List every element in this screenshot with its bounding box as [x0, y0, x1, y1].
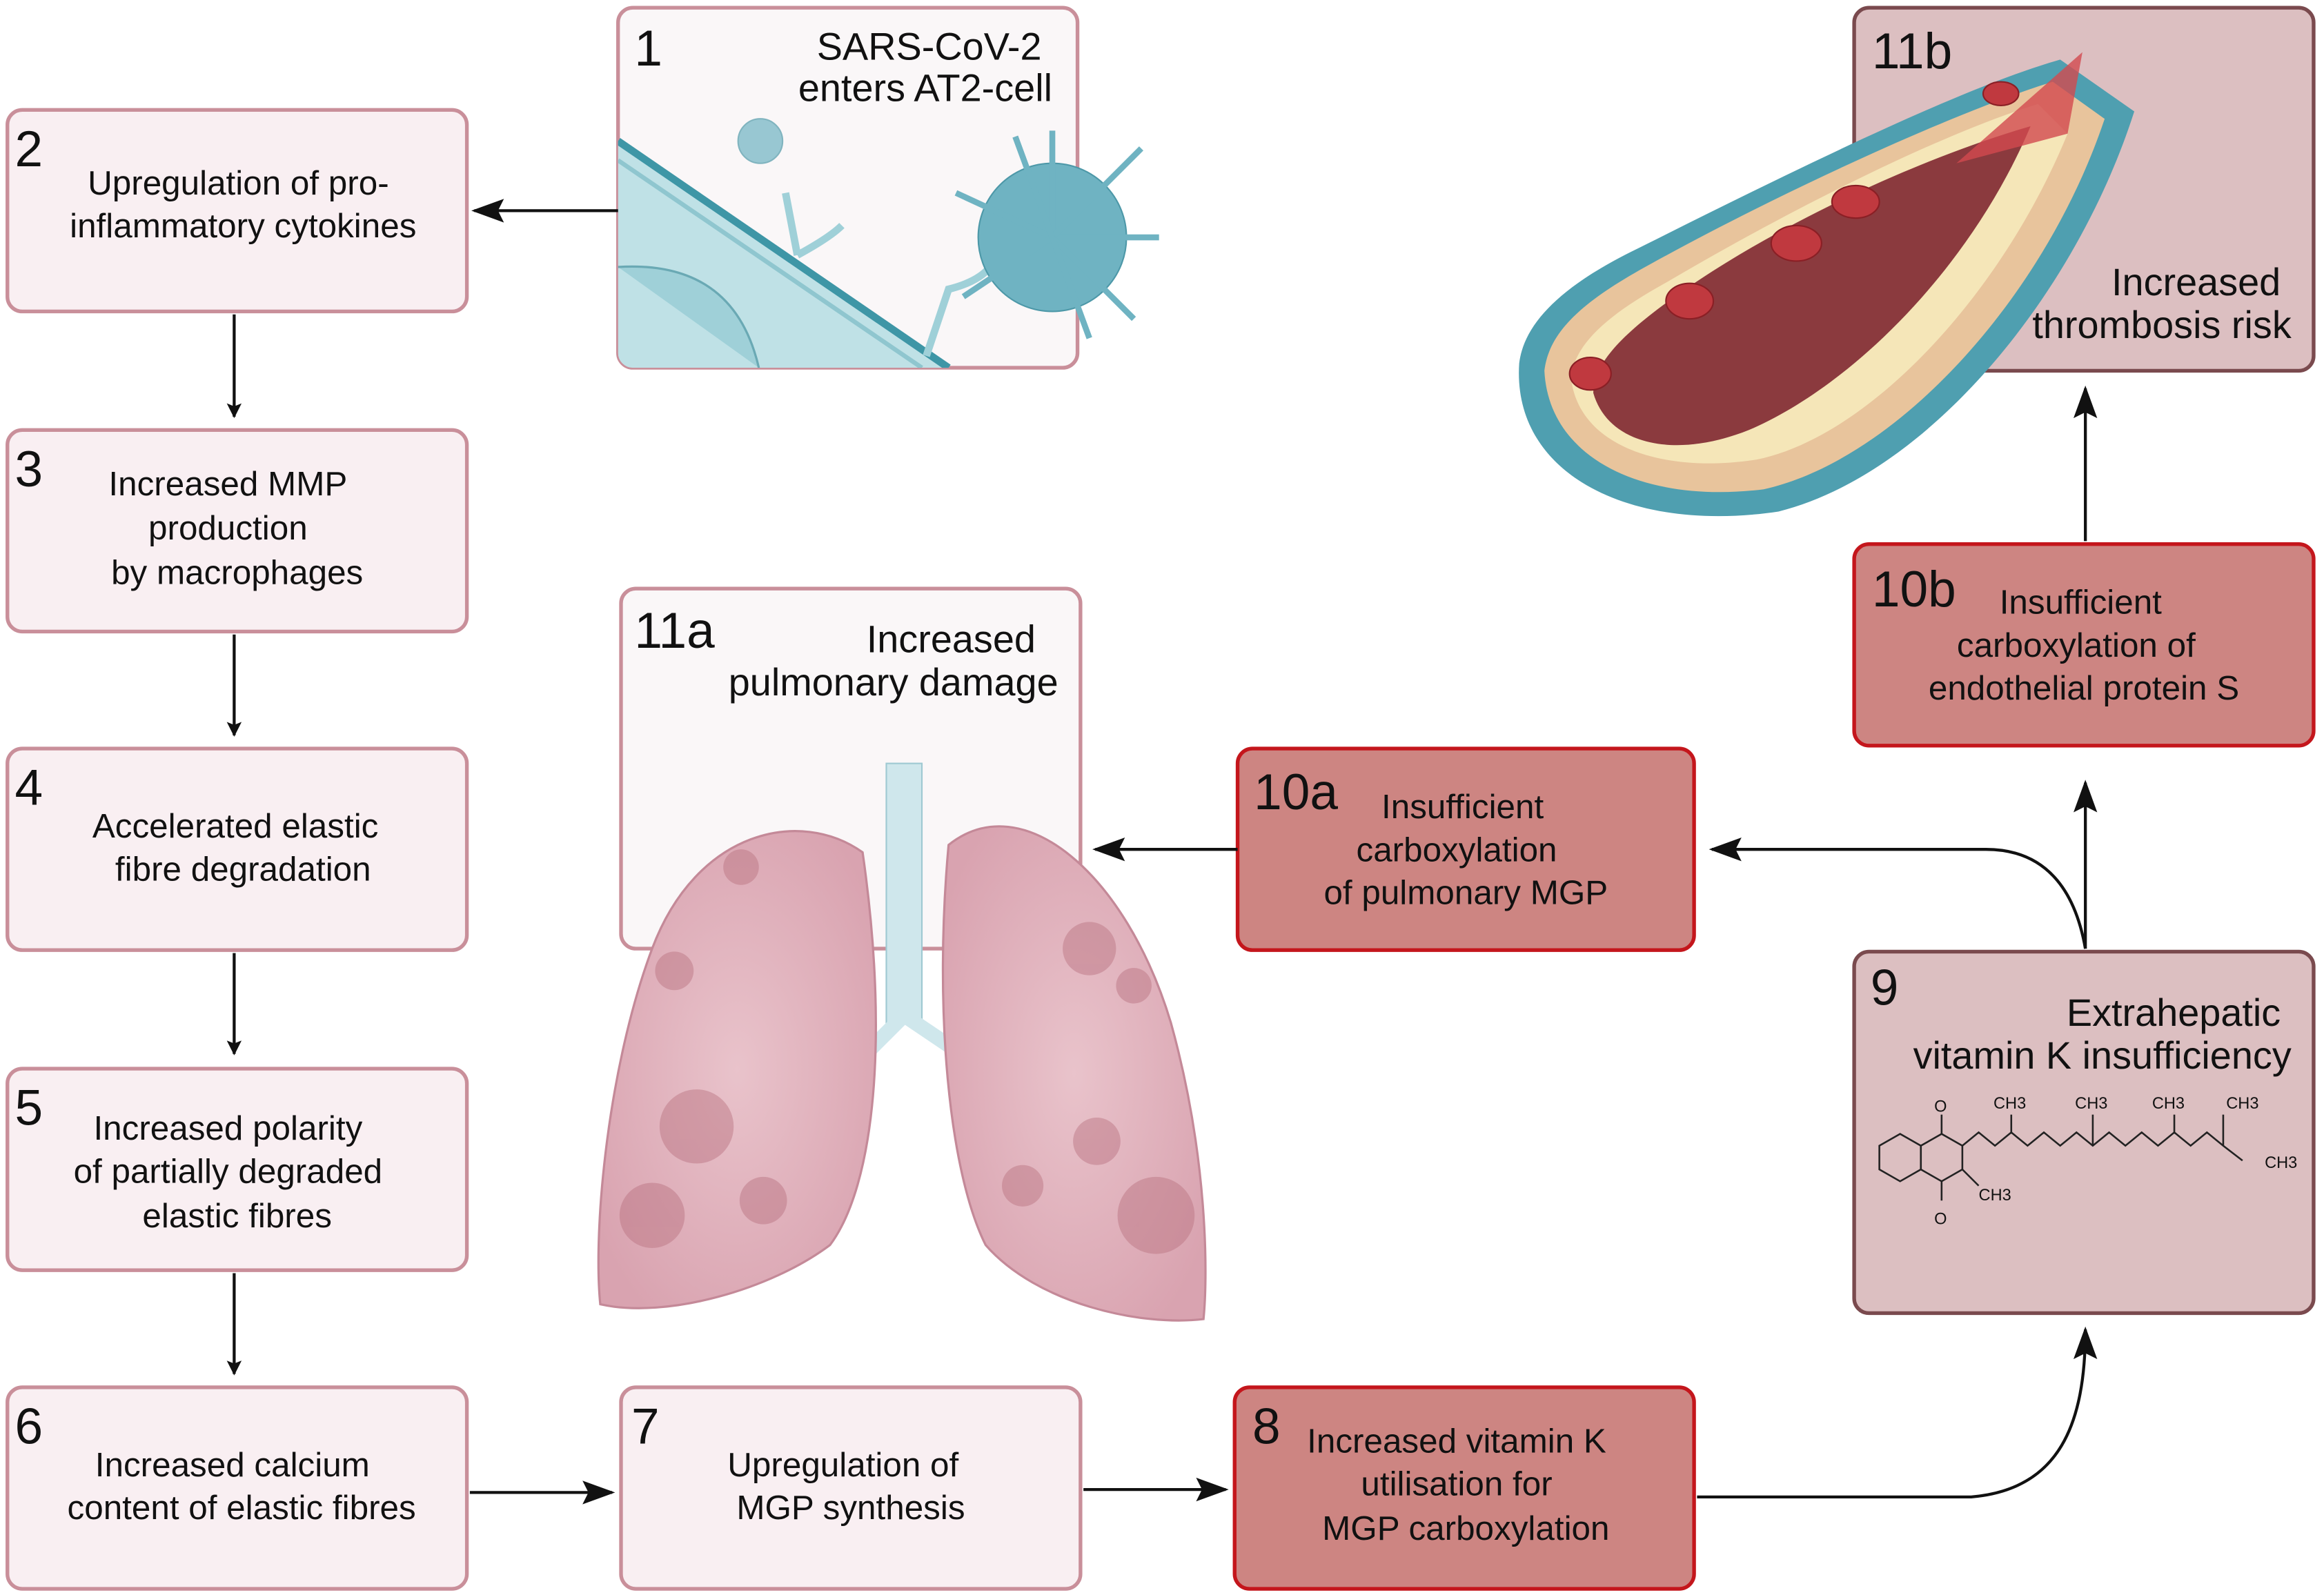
- step-8-number: 8: [1252, 1399, 1281, 1455]
- vitamin-k-labels: O O CH3 CH3 CH3 CH3 CH3 CH3: [1934, 1095, 2297, 1229]
- step-6-number: 6: [14, 1399, 43, 1455]
- arrows: [226, 199, 2098, 1505]
- methyl-3: CH3: [2152, 1095, 2185, 1113]
- step-7-box: 7 Upregulation of MGP synthesis: [619, 1385, 1083, 1591]
- arrow-8-to-9: [1697, 1326, 2098, 1498]
- vitamin-k-structure-icon: [1878, 1114, 2243, 1201]
- step-5-box: 5 Increased polarity of partially degrad…: [6, 1067, 469, 1272]
- step-4-number: 4: [14, 760, 43, 816]
- step-3-number: 3: [14, 442, 43, 497]
- step-1-number: 1: [634, 21, 662, 77]
- step-6-label: Increased calcium content of elastic fib…: [68, 1446, 416, 1527]
- arrow-9-to-10a: [1708, 837, 2087, 949]
- lungs-icon: [597, 762, 1207, 1322]
- step-3-box: 3 Increased MMP production by macrophage…: [6, 428, 469, 634]
- methyl-4: CH3: [2226, 1095, 2258, 1113]
- step-2-box: 2 Upregulation of pro- inflammatory cyto…: [6, 108, 469, 314]
- step-6-box: 6 Increased calcium content of elastic f…: [6, 1385, 469, 1591]
- step-11b-text: 11b Increased thrombosis risk: [1872, 23, 2292, 346]
- step-3-label: Increased MMP production by macrophages: [108, 465, 363, 592]
- step-7-number: 7: [631, 1399, 660, 1455]
- step-11a-number: 11a: [634, 603, 715, 659]
- step-11a-label: Increased pulmonary damage: [729, 617, 1058, 704]
- step-10a-number: 10a: [1254, 764, 1338, 820]
- step-10b-box: 10b Insufficient carboxylation of endoth…: [1852, 542, 2316, 748]
- step-7-label: Upregulation of MGP synthesis: [727, 1446, 968, 1527]
- methyl-5: CH3: [2265, 1154, 2297, 1172]
- methyl-2: CH3: [2075, 1095, 2107, 1113]
- step-9-number: 9: [1871, 960, 1899, 1016]
- step-10b-number: 10b: [1872, 562, 1956, 617]
- methyl-6: CH3: [1979, 1187, 2011, 1205]
- step-9-label: Extrahepatic vitamin K insufficiency: [1913, 991, 2292, 1077]
- virus-icon: [737, 118, 1159, 339]
- step-2-label: Upregulation of pro- inflammatory cytoki…: [70, 164, 416, 245]
- oxygen-bottom: O: [1934, 1211, 1947, 1229]
- methyl-1: CH3: [1993, 1095, 2026, 1113]
- step-10a-box: 10a Insufficient carboxylation of pulmon…: [1235, 746, 1696, 952]
- step-1-box: 1 SARS-CoV-2 enters AT2-cell: [616, 6, 1159, 370]
- step-11b-number: 11b: [1872, 23, 1952, 79]
- step-9-box: 9 Extrahepatic vitamin K insufficiency O…: [1852, 949, 2316, 1316]
- step-11b-label: Increased thrombosis risk: [2032, 260, 2291, 346]
- step-5-label: Increased polarity of partially degraded…: [74, 1109, 392, 1235]
- step-8-box: 8 Increased vitamin K utilisation for MG…: [1232, 1385, 1696, 1591]
- step-10a-label: Insufficient carboxylation of pulmonary …: [1323, 788, 1608, 912]
- step-5-number: 5: [14, 1080, 43, 1136]
- step-10b-label: Insufficient carboxylation of endothelia…: [1929, 584, 2239, 708]
- step-1-label: SARS-CoV-2 enters AT2-cell: [798, 24, 1052, 109]
- step-8-label: Increased vitamin K utilisation for MGP …: [1307, 1422, 1615, 1547]
- step-4-label: Accelerated elastic fibre degradation: [92, 807, 388, 888]
- step-4-box: 4 Accelerated elastic fibre degradation: [6, 746, 469, 952]
- blood-vessel-icon: [1519, 52, 2135, 517]
- step-2-number: 2: [14, 121, 43, 177]
- oxygen-top: O: [1934, 1098, 1947, 1116]
